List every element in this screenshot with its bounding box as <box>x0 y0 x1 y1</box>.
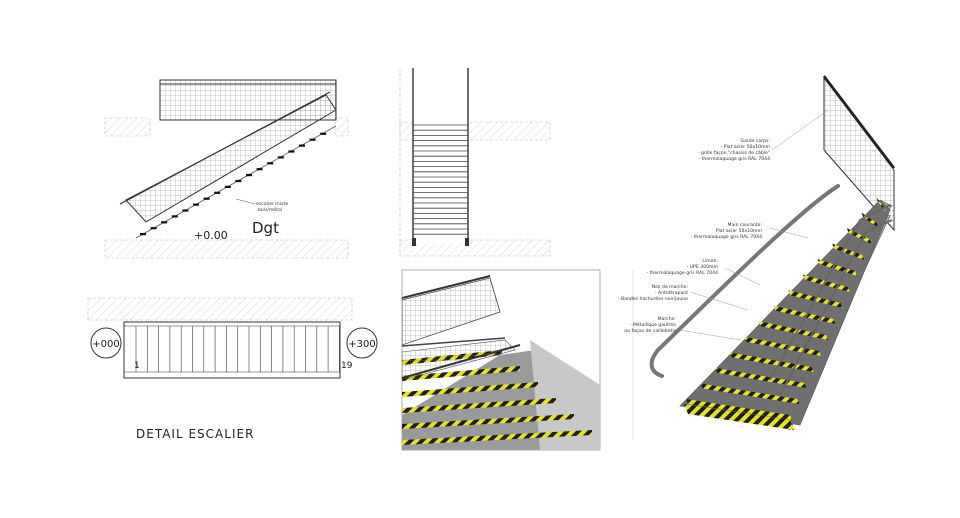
svg-text:- Plat acier 50x10mm: - Plat acier 50x10mm <box>721 144 771 150</box>
svg-text:- thermolaquage gris RAL 7044: - thermolaquage gris RAL 7044 <box>699 156 771 162</box>
stripe-3d <box>402 430 592 445</box>
drawing-title: DETAIL ESCALIER <box>136 427 254 441</box>
nosing-stripe <box>686 399 792 420</box>
stripe-3d <box>402 414 574 429</box>
stair-front-elevation <box>399 68 551 257</box>
svg-text:- grille façon "chassis de câb: - grille façon "chassis de câble" <box>698 149 770 156</box>
annotation-stringer: Limon: - UPE 300mm - thermolaquage gris … <box>647 258 719 276</box>
plan-treads <box>135 326 340 372</box>
section-tread <box>235 179 242 183</box>
section-tread <box>182 209 189 212</box>
plan-stair-outline <box>123 321 341 379</box>
bottom-landing-stripe <box>684 404 794 430</box>
nosing-stripe <box>729 352 814 372</box>
annotation-tread: Marche: - Métallique gaufrée ou façon de… <box>624 316 676 334</box>
section-tread <box>224 185 231 188</box>
svg-text:- UPE 300mm: - UPE 300mm <box>687 264 719 270</box>
section-tread <box>277 156 284 159</box>
nosing-stripe <box>700 383 800 404</box>
section-tread <box>309 138 316 141</box>
elevation-treads <box>413 124 468 235</box>
section-tread <box>299 144 305 147</box>
level-right-text: +300 <box>348 339 375 350</box>
level-label: +0.00 <box>194 229 228 242</box>
section-tread <box>161 221 168 224</box>
nosing-stripe <box>832 243 865 260</box>
last-step-number: 19 <box>341 361 353 371</box>
svg-text:ou façon de caillebotis: ou façon de caillebotis <box>624 328 676 334</box>
svg-text:Limon:: Limon: <box>702 258 718 264</box>
section-treads <box>140 132 327 236</box>
svg-text:Garde corps:: Garde corps: <box>741 138 771 144</box>
section-tread <box>140 233 146 236</box>
first-step-number: 1 <box>134 361 140 371</box>
upper-floor-slab-left <box>104 117 151 137</box>
svg-text:- thermolaquage gris RAL 7044: - thermolaquage gris RAL 7044 <box>647 270 719 276</box>
annotation-handrail: Main courante: Plat acier 50x10mm - ther… <box>691 222 763 240</box>
direction-label: Dgt <box>252 219 279 237</box>
section-tread <box>320 132 327 135</box>
stair-3d-closeup <box>401 269 601 451</box>
stair-note-line2: bois/métal <box>258 206 282 213</box>
stripe-3d <box>402 382 538 397</box>
svg-text:Main courante:: Main courante: <box>728 222 763 228</box>
svg-text:Nez de marche:: Nez de marche: <box>652 284 689 290</box>
nosing-stripe <box>715 367 807 388</box>
section-tread <box>246 174 252 177</box>
svg-text:Marche:: Marche: <box>658 316 677 322</box>
stripe-3d <box>402 398 556 413</box>
stair-section-view: escalier mixte bois/métal +0.00 Dgt <box>104 79 349 259</box>
annotation-nosing: Nez de marche: - Antidérapant - Bandes h… <box>618 284 689 302</box>
level-marker-left <box>90 327 122 359</box>
section-tread <box>171 215 178 218</box>
section-tread <box>193 203 199 206</box>
nosing-stripe <box>817 259 858 276</box>
svg-text:- Antidérapant: - Antidérapant <box>655 289 688 296</box>
svg-text:- Métallique gaufrée: - Métallique gaufrée <box>630 321 676 328</box>
svg-text:Plat acier 50x10mm: Plat acier 50x10mm <box>716 228 763 234</box>
svg-text:- Bandes hachurées noir/jaune: - Bandes hachurées noir/jaune <box>618 295 688 302</box>
upper-floor-slab-right <box>334 117 349 137</box>
stair-3d-annotated: Garde corps: - Plat acier 50x10mm - gril… <box>618 75 895 440</box>
section-tread <box>203 197 210 200</box>
section-tread <box>214 191 221 194</box>
level-marker-right <box>346 327 378 359</box>
section-handrail <box>119 91 331 205</box>
annotation-guardrail: Garde corps: - Plat acier 50x10mm - gril… <box>698 138 771 162</box>
section-tread <box>267 162 274 165</box>
level-left-text: +000 <box>92 339 119 350</box>
section-tread <box>256 168 263 171</box>
stair-note-line1: escalier mixte <box>256 201 289 207</box>
handrail-3d <box>649 184 840 378</box>
nosing-stripe <box>744 336 821 356</box>
stripe-3d <box>402 366 520 381</box>
section-tread <box>288 150 295 153</box>
nosing-stripe <box>802 274 850 292</box>
stair-plan-view: +000 +300 1 19 DETAIL ESCALIER <box>87 297 378 441</box>
section-tread <box>150 227 157 230</box>
svg-text:- thermolaquage gris RAL 7044: - thermolaquage gris RAL 7044 <box>691 234 763 240</box>
ground-floor-slab <box>104 239 349 259</box>
